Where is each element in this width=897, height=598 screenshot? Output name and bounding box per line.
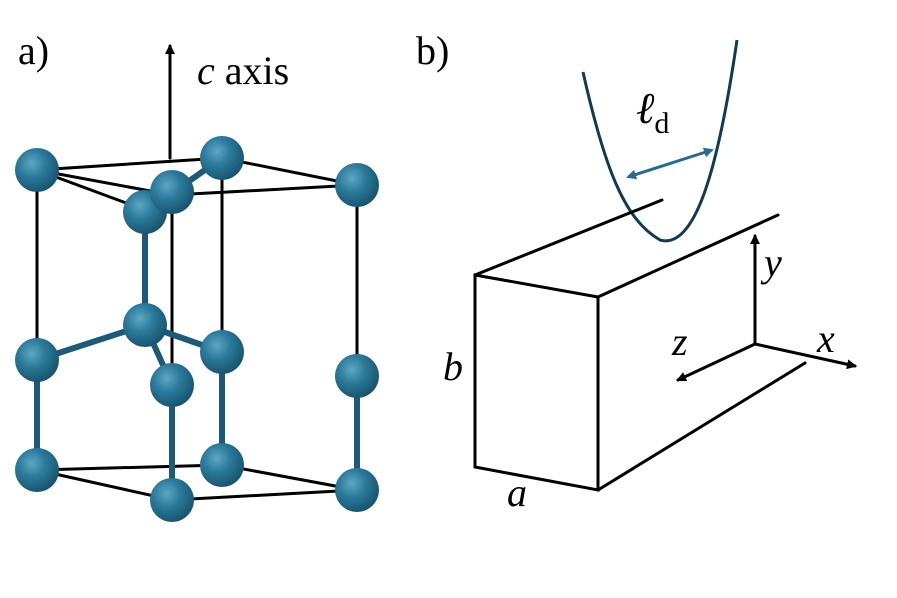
atom [123, 303, 167, 347]
width-label: ℓd [636, 84, 669, 140]
panel-b: b) ℓd b a y x z [416, 28, 857, 515]
x-axis-label: x [816, 316, 835, 361]
atom [335, 468, 379, 512]
atom [200, 443, 244, 487]
atoms [15, 136, 379, 522]
atom [150, 478, 194, 522]
atom [15, 338, 59, 382]
atom-bonds [34, 155, 360, 503]
atom [150, 170, 194, 214]
sample-box [473, 198, 807, 492]
y-axis-label: y [760, 240, 782, 285]
width-dimension-arrow [626, 147, 714, 180]
c-axis-label: c axis [197, 48, 289, 93]
atom [335, 163, 379, 207]
atom [15, 448, 59, 492]
z-axis-label: z [671, 319, 688, 364]
panel-a-label: a) [18, 28, 49, 73]
z-axis-arrow [676, 342, 757, 382]
dimension-a-label: a [507, 470, 527, 515]
panel-b-label: b) [416, 28, 449, 73]
x-axis-arrow [753, 342, 857, 370]
atom [200, 330, 244, 374]
atom [15, 148, 59, 192]
panel-a: a) c axis [15, 28, 379, 522]
atom [200, 136, 244, 180]
atom [335, 354, 379, 398]
dimension-b-label: b [443, 344, 463, 389]
coordinate-axes [676, 234, 857, 382]
probe-tip-curve [581, 39, 739, 243]
atom [150, 363, 194, 407]
unit-cell-edges [35, 156, 359, 502]
